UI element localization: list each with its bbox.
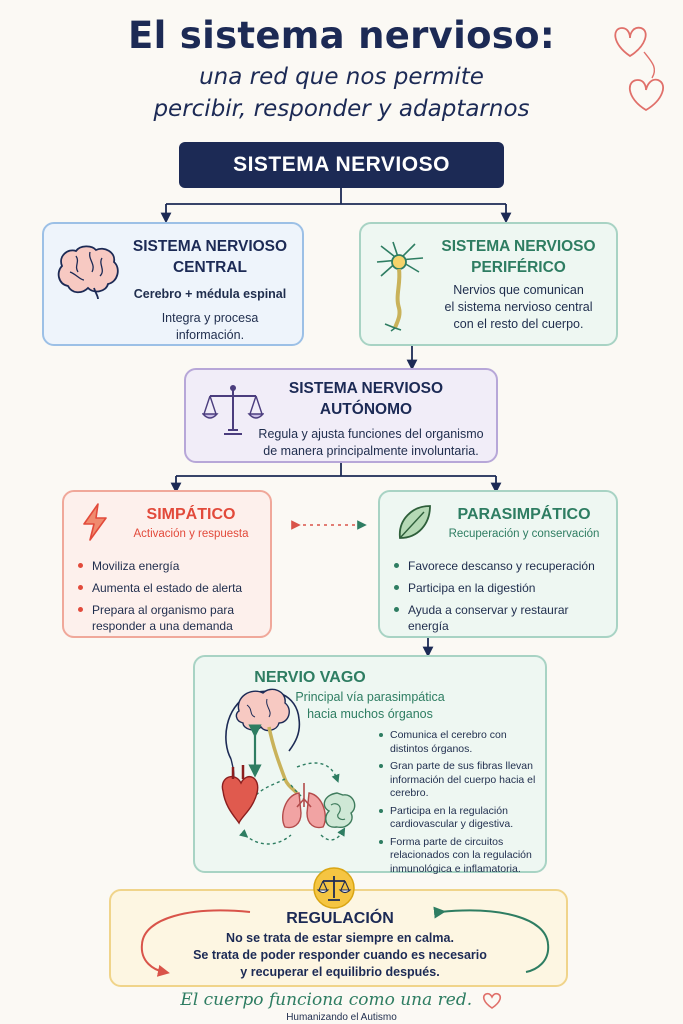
simpatico-list: Moviliza energía Aumenta el estado de al…: [76, 558, 266, 640]
list-item: Moviliza energía: [76, 558, 266, 574]
periferico-card: SISTEMA NERVIOSO PERIFÉRICO Nervios que …: [359, 222, 618, 346]
parasimpatico-card: PARASIMPÁTICO Recuperación y conservació…: [378, 490, 618, 638]
heart-icon: [482, 992, 501, 1009]
autonomo-desc-line1: Regula y ajusta funciones del organismo: [258, 427, 484, 441]
autonomo-card: SISTEMA NERVIOSO AUTÓNOMO Regula y ajust…: [184, 368, 498, 463]
periferico-desc-line3: con el resto del cuerpo.: [453, 317, 584, 331]
scale-icon: [202, 385, 264, 435]
neuron-icon: [376, 241, 424, 332]
parasimpatico-list: Favorece descanso y recuperación Partici…: [392, 558, 612, 640]
parasimpatico-title: PARASIMPÁTICO: [457, 506, 591, 523]
central-desc-line2: información.: [175, 328, 245, 342]
vago-list: Comunica el cerebro con distintos órgano…: [377, 729, 543, 880]
list-item: Favorece descanso y recuperación: [392, 558, 612, 574]
hearts-icon: [614, 26, 664, 112]
vagus-illustration: [221, 688, 356, 845]
leaf-icon: [399, 505, 431, 539]
footer-credit: Humanizando el Autismo: [286, 1012, 397, 1023]
periferico-desc-line1: Nervios que comunican: [453, 283, 584, 297]
list-item: Ayuda a conservar y restaurar energía: [392, 602, 612, 634]
central-card: SISTEMA NERVIOSO CENTRAL Cerebro + médul…: [42, 222, 304, 346]
balance-icon: [313, 867, 355, 909]
list-item: Gran parte de sus fibras llevan informac…: [377, 760, 543, 801]
vago-title: NERVIO VAGO: [254, 669, 366, 686]
page-title: El sistema nervioso:: [128, 14, 555, 57]
footer-tagline: El cuerpo funciona como una red.: [180, 990, 473, 1010]
central-subtitle: Cerebro + médula espinal: [133, 287, 287, 301]
vago-card: NERVIO VAGO Principal vía parasimpática …: [193, 655, 547, 875]
regulacion-line1: No se trata de estar siempre en calma.: [226, 931, 454, 945]
list-item: Forma parte de circuitos relacionados co…: [377, 836, 543, 877]
central-title-line2: CENTRAL: [172, 259, 248, 276]
list-item: Participa en la digestión: [392, 580, 612, 596]
periferico-desc-line2: el sistema nervioso central: [444, 300, 593, 314]
list-item: Comunica el cerebro con distintos órgano…: [377, 729, 543, 756]
autonomo-title-line2: AUTÓNOMO: [319, 401, 413, 418]
simpatico-card: SIMPÁTICO Activación y respuesta Moviliz…: [62, 490, 272, 638]
central-title-line1: SISTEMA NERVIOSO: [132, 238, 288, 255]
parasimpatico-subtitle: Recuperación y conservación: [448, 528, 600, 540]
periferico-title-line2: PERIFÉRICO: [471, 259, 566, 276]
list-item: Prepara al organismo para responder a un…: [76, 602, 266, 634]
central-desc-line1: Integra y procesa: [161, 311, 259, 325]
regulacion-line3: y recuperar el equilibrio después.: [240, 965, 440, 979]
lightning-icon: [83, 503, 107, 541]
page-subtitle-line2: percibir, responder y adaptarnos: [153, 96, 530, 122]
cycle-arrows-icon: [140, 906, 550, 977]
autonomo-desc-line2: de manera principalmente involuntaria.: [263, 444, 479, 458]
root-node: SISTEMA NERVIOSO: [179, 142, 504, 188]
regulacion-title: REGULACIÓN: [286, 910, 394, 927]
autonomo-title-line1: SISTEMA NERVIOSO: [288, 380, 444, 397]
brain-icon: [57, 245, 119, 300]
root-label: SISTEMA NERVIOSO: [233, 153, 450, 176]
list-item: Aumenta el estado de alerta: [76, 580, 266, 596]
list-item: Participa en la regulación cardiovascula…: [377, 805, 543, 832]
page-subtitle-line1: una red que nos permite: [199, 64, 484, 90]
simpatico-subtitle: Activación y respuesta: [133, 528, 249, 540]
periferico-title-line1: SISTEMA NERVIOSO: [441, 238, 596, 255]
vago-subtitle-line2: hacia muchos órganos: [307, 707, 433, 721]
vago-subtitle-line1: Principal vía parasimpática: [295, 690, 445, 704]
regulacion-line2: Se trata de poder responder cuando es ne…: [193, 948, 487, 962]
simpatico-title: SIMPÁTICO: [146, 506, 236, 523]
